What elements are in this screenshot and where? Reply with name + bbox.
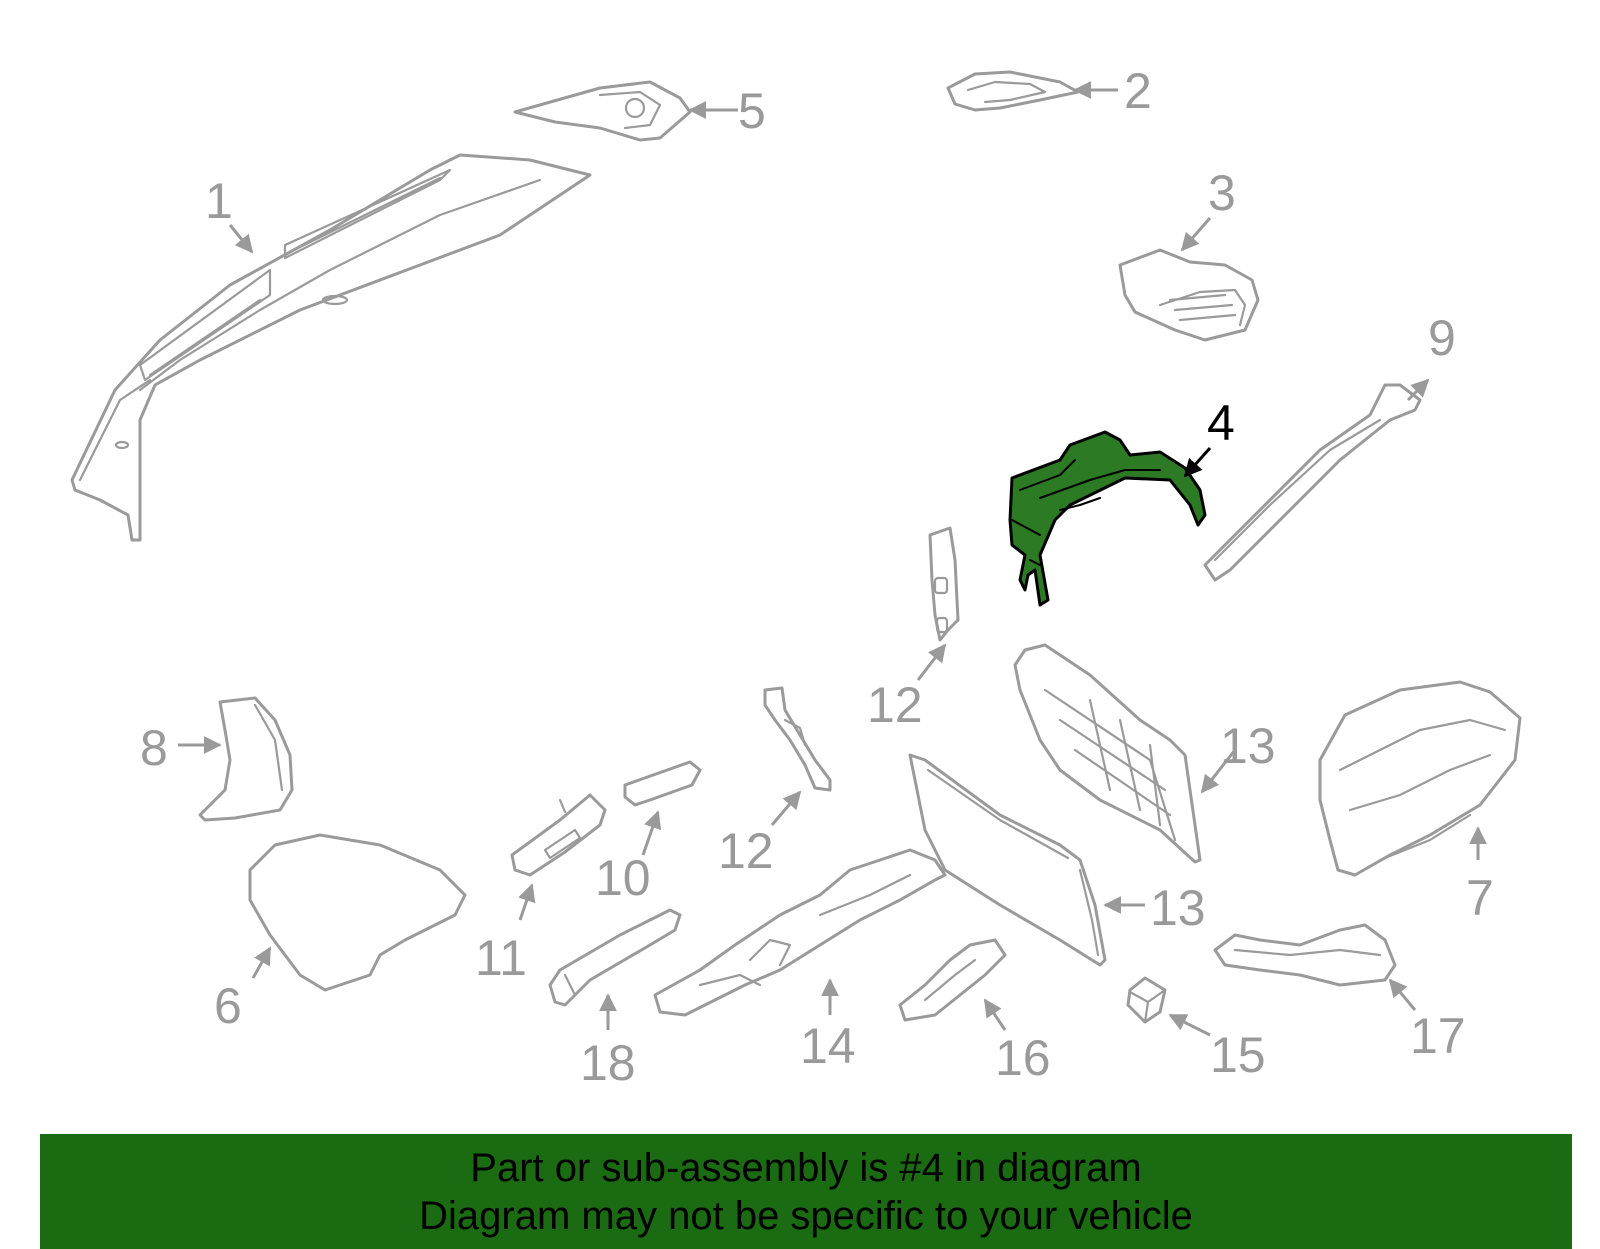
part-2-vent-bracket[interactable] bbox=[946, 70, 1080, 112]
part-12-lower-bracket[interactable] bbox=[763, 686, 832, 792]
part-11-switch[interactable] bbox=[510, 793, 607, 877]
callout-13-upper: 13 bbox=[1220, 718, 1276, 774]
callout-16: 16 bbox=[995, 1030, 1051, 1086]
callout-12-upper: 12 bbox=[867, 677, 923, 733]
callout-5: 5 bbox=[738, 83, 766, 139]
callout-15: 15 bbox=[1210, 1027, 1266, 1083]
part-13-glovebox-upper[interactable] bbox=[1013, 643, 1202, 864]
part-18-rail[interactable] bbox=[548, 908, 682, 1007]
callout-2: 2 bbox=[1124, 63, 1152, 119]
part-1-dashboard-panel[interactable] bbox=[70, 153, 592, 542]
callout-9: 9 bbox=[1428, 310, 1456, 366]
callout-14: 14 bbox=[800, 1018, 856, 1074]
part-12-upper-bracket[interactable] bbox=[928, 526, 960, 642]
part-16-bracket[interactable] bbox=[898, 938, 1007, 1022]
part-7-instrument-cluster[interactable] bbox=[1318, 680, 1522, 877]
callout-7: 7 bbox=[1466, 870, 1494, 926]
banner-line-disclaimer: Diagram may not be specific to your vehi… bbox=[419, 1194, 1193, 1238]
part-15-clip[interactable] bbox=[1126, 976, 1167, 1024]
part-17-duct[interactable] bbox=[1213, 923, 1397, 987]
callout-18: 18 bbox=[580, 1035, 636, 1091]
part-6-airbag-cover[interactable] bbox=[248, 833, 467, 992]
part-10-handle[interactable] bbox=[623, 760, 702, 807]
part-8-cover-panel[interactable] bbox=[198, 696, 294, 822]
callout-8: 8 bbox=[140, 720, 168, 776]
part-14-lower-panel[interactable] bbox=[653, 848, 947, 1017]
part-5-trim-piece[interactable] bbox=[513, 80, 692, 142]
leader-lines bbox=[178, 81, 1487, 1037]
parts-diagram: 1 2 3 4 5 6 7 8 9 10 11 12 12 13 13 14 1… bbox=[70, 63, 1522, 1091]
callout-1: 1 bbox=[205, 173, 233, 229]
callout-4: 4 bbox=[1207, 395, 1235, 451]
callout-17: 17 bbox=[1410, 1008, 1466, 1064]
banner-line-part-number: Part or sub-assembly is #4 in diagram bbox=[470, 1146, 1142, 1190]
callout-12-lower: 12 bbox=[718, 823, 774, 879]
part-9-a-pillar-trim[interactable] bbox=[1203, 383, 1422, 582]
callout-11: 11 bbox=[475, 930, 527, 986]
part-13-glovebox-door[interactable] bbox=[908, 753, 1107, 967]
info-banner: Part or sub-assembly is #4 in diagram Di… bbox=[40, 1134, 1572, 1249]
callout-6: 6 bbox=[214, 978, 242, 1034]
callout-13-lower: 13 bbox=[1150, 880, 1206, 936]
part-3-air-vent[interactable] bbox=[1118, 248, 1260, 342]
callout-10: 10 bbox=[595, 850, 651, 906]
callout-3: 3 bbox=[1208, 165, 1236, 221]
part-4-highlighted-bracket[interactable] bbox=[1008, 430, 1207, 607]
